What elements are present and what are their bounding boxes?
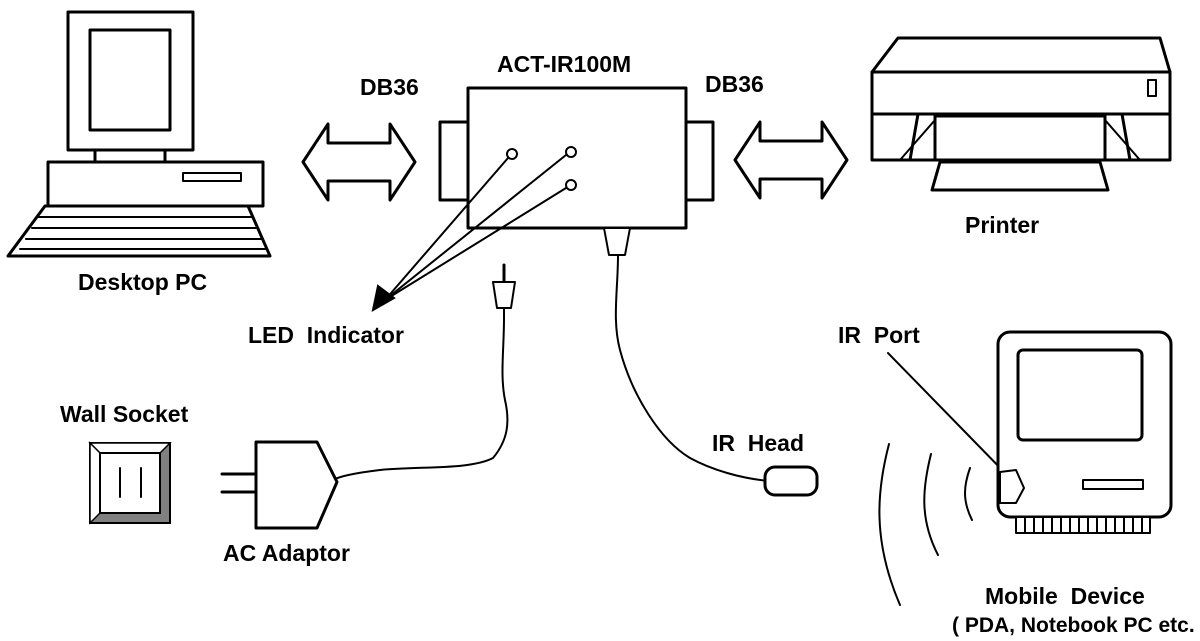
left-double-arrow xyxy=(301,122,417,202)
wall-socket-label: Wall Socket xyxy=(60,401,189,427)
ir-port-label: IR Port xyxy=(838,322,920,348)
mobile-device-icon xyxy=(996,330,1173,534)
ir-port-window xyxy=(999,469,1025,504)
ir-head-cable xyxy=(614,254,769,482)
ac-adaptor-icon xyxy=(220,440,339,530)
ir-head-label: IR Head xyxy=(712,430,804,456)
led-indicator-label: LED Indicator xyxy=(248,322,404,348)
ir-port-pointer xyxy=(887,352,1011,479)
right-double-arrow xyxy=(733,120,849,200)
mobile-device-note: ( PDA, Notebook PC etc. ) xyxy=(952,614,1200,637)
power-cable xyxy=(332,317,509,481)
db36-left-label: DB36 xyxy=(360,74,419,100)
led-arrow-head xyxy=(371,284,396,312)
led-dot-3 xyxy=(565,179,577,191)
led-dot-1 xyxy=(506,148,518,160)
printer-label: Printer xyxy=(965,212,1039,238)
device-title: ACT-IR100M xyxy=(497,51,631,77)
ir-head-icon xyxy=(763,465,819,497)
led-pointer-lines xyxy=(371,154,567,312)
ir-wave-icon xyxy=(878,443,973,606)
mobile-device-label: Mobile Device xyxy=(985,583,1145,609)
desktop-pc-label: Desktop PC xyxy=(78,269,207,295)
desktop-pc-icon xyxy=(6,10,272,258)
wall-socket-icon xyxy=(88,441,172,525)
act-ir100m-box xyxy=(438,86,715,256)
ac-adaptor-label: AC Adaptor xyxy=(223,540,350,566)
db36-right-label: DB36 xyxy=(705,71,764,97)
led-dot-2 xyxy=(565,146,577,158)
printer-icon xyxy=(870,36,1172,192)
power-plug-icon xyxy=(492,263,516,319)
